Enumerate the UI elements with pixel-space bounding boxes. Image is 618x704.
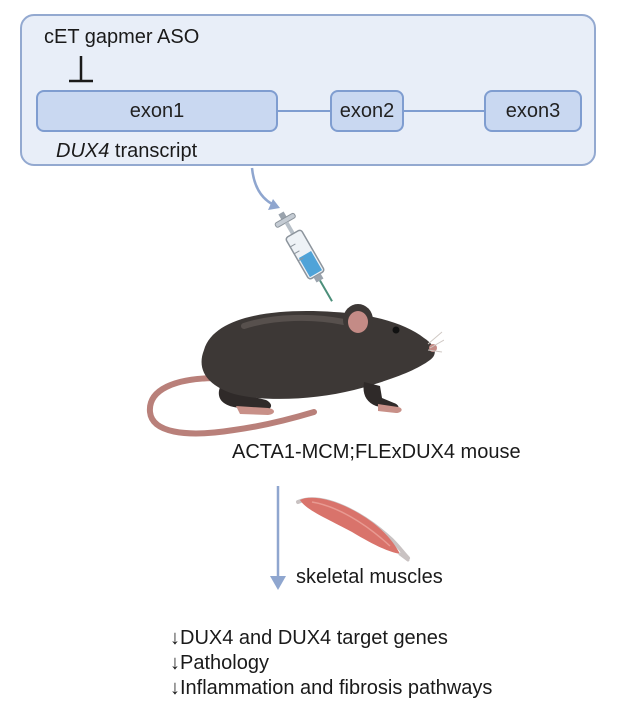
transcript-label: DUX4 transcript	[56, 140, 197, 163]
aso-label: cET gapmer ASO	[44, 26, 200, 48]
muscle-label: skeletal muscles	[296, 566, 443, 588]
intron-connector	[402, 110, 486, 112]
mouse-icon	[146, 304, 444, 437]
intron-connector	[276, 110, 332, 112]
exon-2-box: exon2	[330, 90, 404, 132]
outcome-item: ↓Pathology	[170, 652, 269, 674]
muscle-icon	[296, 497, 410, 562]
exon-1-box: exon1	[36, 90, 278, 132]
mouse-label: ACTA1-MCM;FLExDUX4 mouse	[232, 441, 521, 463]
inhibition-bar-icon	[69, 56, 93, 83]
decrease-arrow-icon: ↓	[170, 627, 180, 649]
syringe-icon	[274, 211, 333, 302]
outcome-item: ↓Inflammation and fibrosis pathways	[170, 677, 493, 699]
transcript-suffix: transcript	[109, 140, 198, 162]
outcome-item: ↓DUX4 and DUX4 target genes	[170, 627, 448, 649]
exon-3-box: exon3	[484, 90, 582, 132]
decrease-arrow-icon: ↓	[170, 677, 180, 699]
decrease-arrow-icon: ↓	[170, 652, 180, 674]
gene-name: DUX4	[56, 140, 110, 162]
curved-arrow-icon	[250, 167, 280, 210]
outcome-list: ↓DUX4 and DUX4 target genes ↓Pathology ↓…	[170, 626, 492, 701]
down-arrow-icon	[270, 486, 286, 590]
